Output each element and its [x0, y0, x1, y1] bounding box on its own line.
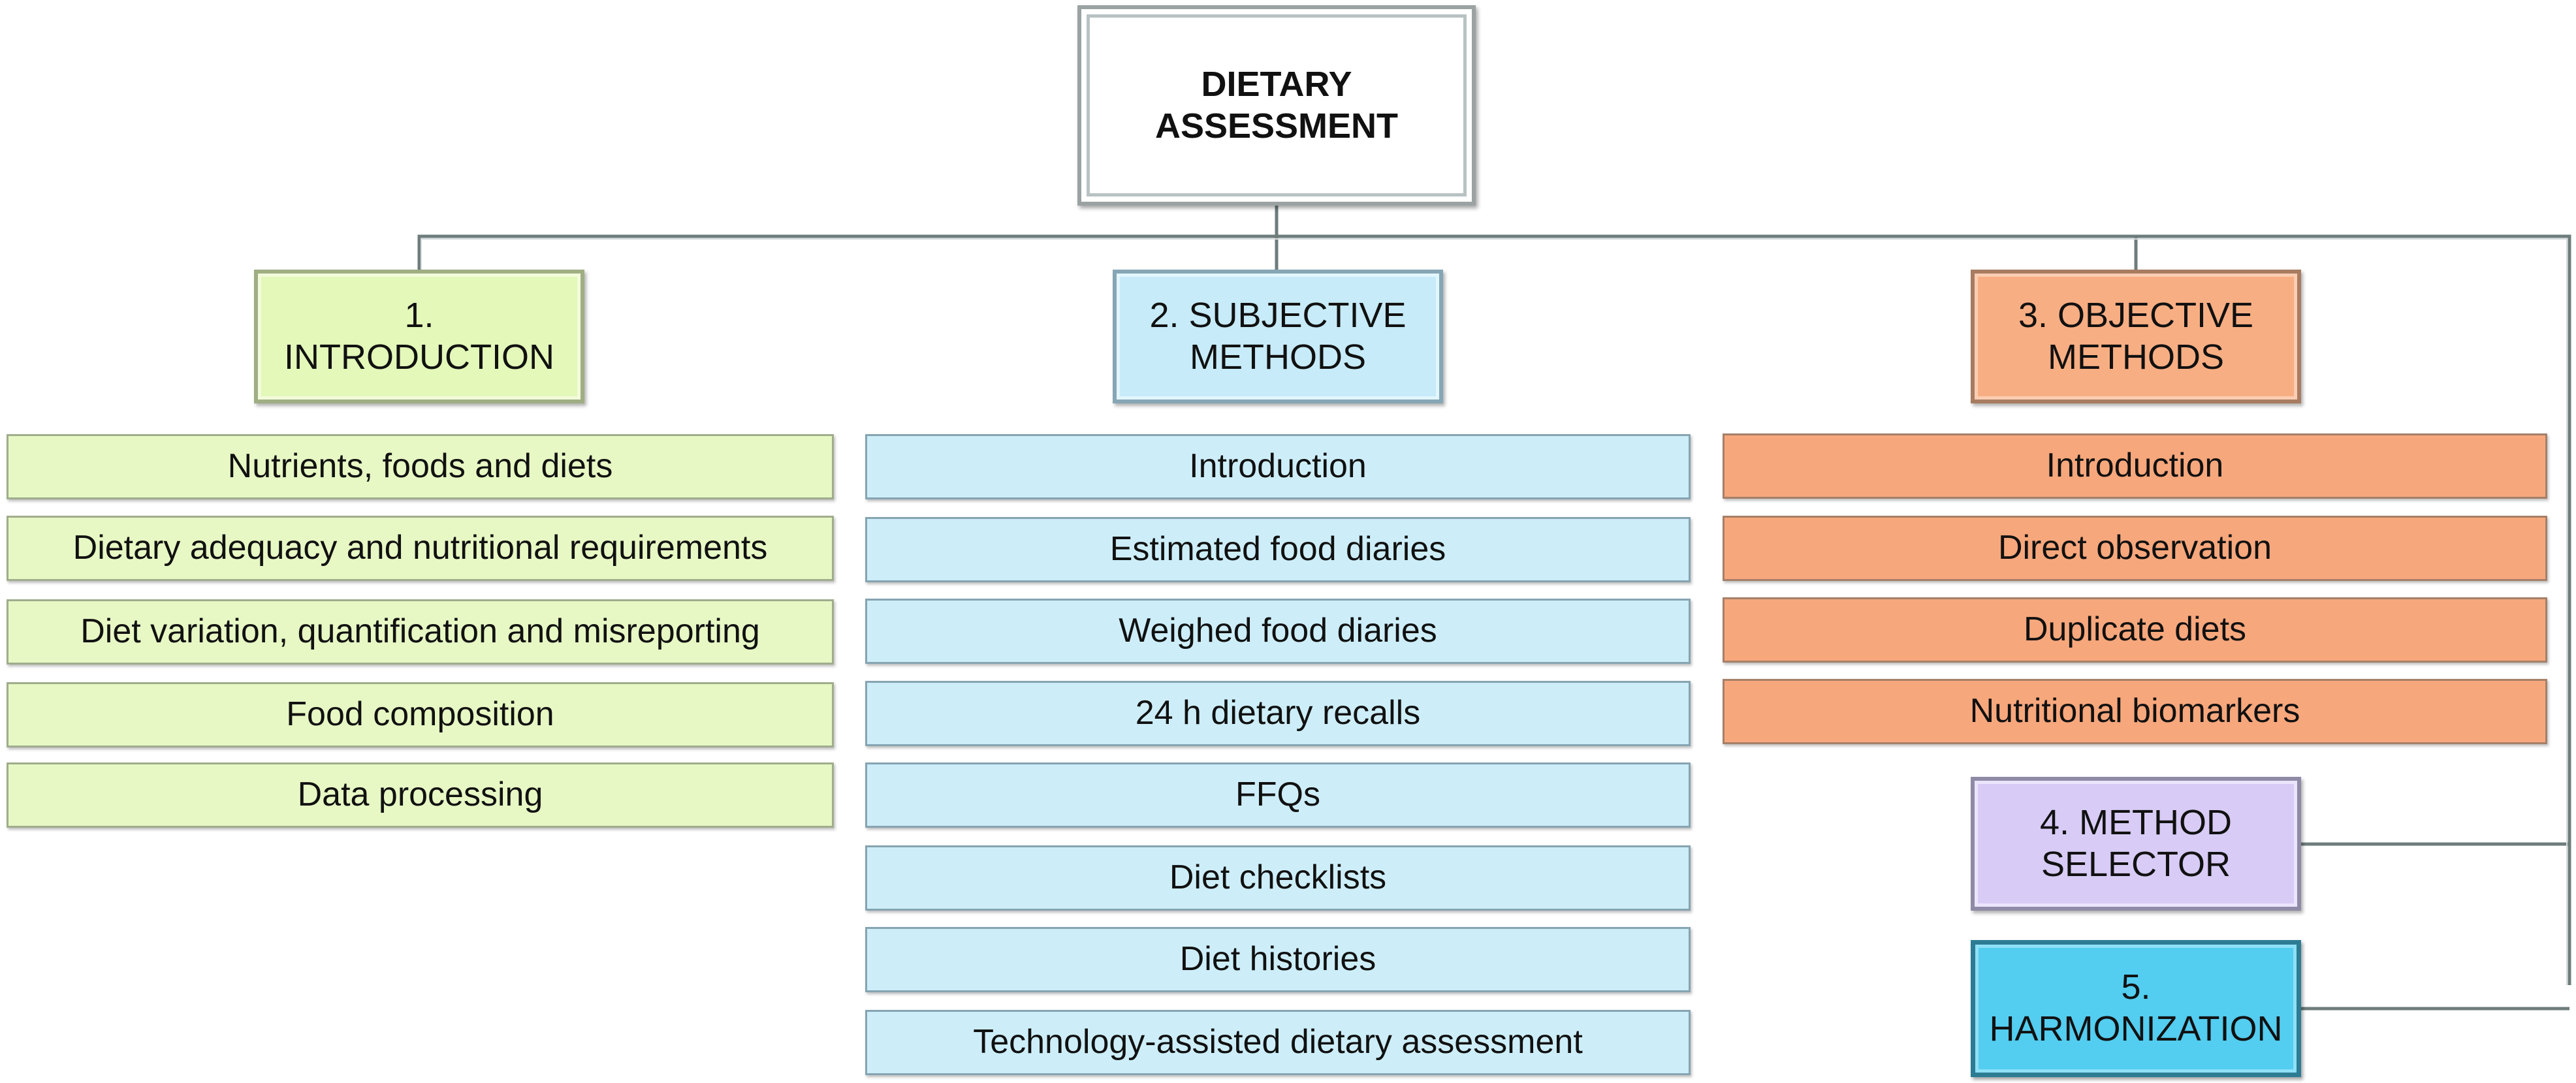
section-subjective-line2: METHODS [1189, 337, 1366, 377]
subjective-item: Weighed food diaries [865, 599, 1691, 664]
subjective-item: Diet checklists [865, 845, 1691, 911]
subjective-item: Diet histories [865, 927, 1691, 992]
subjective-item: Technology-assisted dietary assessment [865, 1010, 1691, 1075]
section-introduction-line2: INTRODUCTION [284, 337, 554, 377]
objective-item: Duplicate diets [1723, 597, 2547, 663]
objective-item: Nutritional biomarkers [1723, 679, 2547, 744]
introduction-item: Data processing [7, 762, 834, 828]
section-introduction: 1. INTRODUCTION [254, 270, 584, 403]
section-method-selector-line2: SELECTOR [2041, 844, 2231, 884]
section-subjective-methods: 2. SUBJECTIVE METHODS [1113, 270, 1443, 403]
root-title-line1: DIETARY [1201, 64, 1352, 104]
section-subjective-line1: 2. SUBJECTIVE [1149, 295, 1407, 335]
subjective-item: Introduction [865, 434, 1691, 499]
introduction-item: Food composition [7, 682, 834, 747]
section-objective-line1: 3. OBJECTIVE [2018, 295, 2254, 335]
section-objective-methods: 3. OBJECTIVE METHODS [1971, 270, 2301, 403]
section-objective-line2: METHODS [2047, 337, 2224, 377]
section-method-selector: 4. METHOD SELECTOR [1971, 777, 2301, 911]
section-method-selector-line1: 4. METHOD [2039, 802, 2233, 842]
subjective-item: FFQs [865, 762, 1691, 828]
subjective-item: Estimated food diaries [865, 517, 1691, 582]
objective-item: Direct observation [1723, 516, 2547, 581]
introduction-item: Diet variation, quantification and misre… [7, 599, 834, 665]
section-introduction-line1: 1. [404, 295, 434, 335]
introduction-item: Dietary adequacy and nutritional require… [7, 516, 834, 581]
subjective-item: 24 h dietary recalls [865, 681, 1691, 746]
root-title-line2: ASSESSMENT [1154, 106, 1399, 146]
section-harmonization-line2: HARMONIZATION [1989, 1009, 2283, 1048]
section-harmonization-line1: 5. [2121, 967, 2151, 1007]
section-harmonization: 5. HARMONIZATION [1971, 940, 2301, 1077]
objective-item: Introduction [1723, 433, 2547, 499]
horizontal-bus-line [417, 234, 2571, 985]
root-node-dietary-assessment: DIETARY ASSESSMENT [1077, 5, 1476, 206]
introduction-item: Nutrients, foods and diets [7, 434, 834, 499]
